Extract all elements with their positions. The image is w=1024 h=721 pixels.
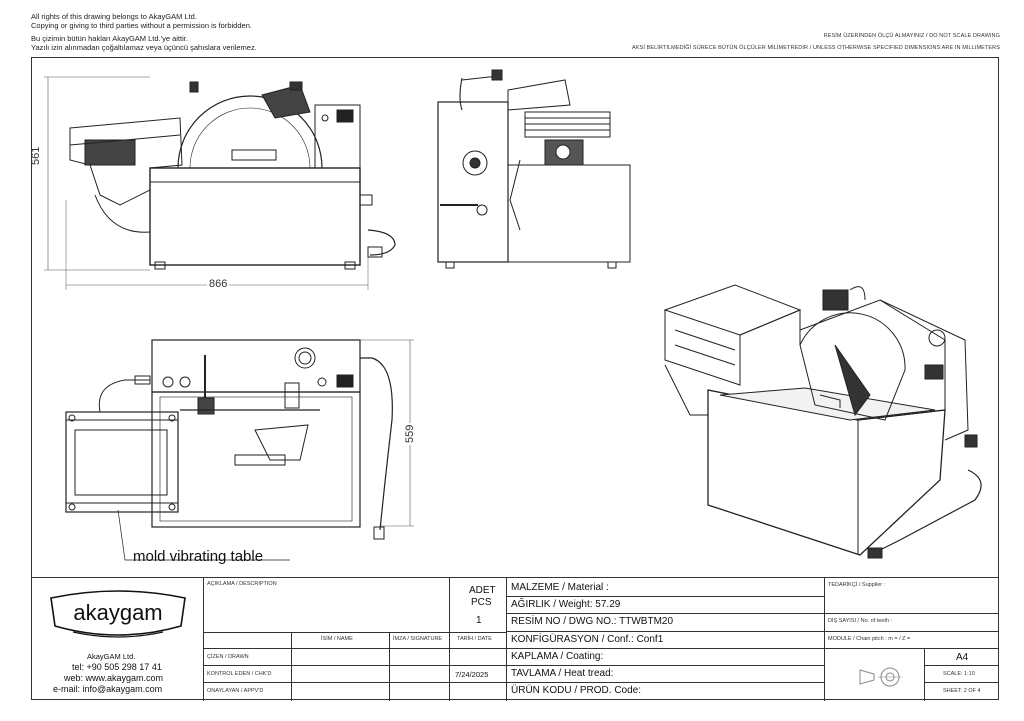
dimension-height-label: 561 bbox=[30, 146, 42, 165]
company-name: AkayGAM Ltd. bbox=[87, 652, 136, 661]
copyright-notice-tr-1: Bu çizimin bütün hakları AkayGAM Ltd.'ye… bbox=[31, 34, 188, 43]
projection-symbol-icon bbox=[859, 667, 902, 687]
teeth-field: DİŞ SAYISI / No. of teeth : bbox=[828, 618, 893, 624]
dimension-width-label: 866 bbox=[207, 278, 230, 290]
supplier-field: TEDARİKÇİ / Supplier : bbox=[828, 582, 886, 588]
copyright-notice-tr-2: Yazılı izin alınmadan çoğaltılamaz veya … bbox=[31, 43, 257, 52]
units-notice: AKSİ BELİRTİLMEDİĞİ SÜRECE BÜTÜN ÖLÇÜLER… bbox=[632, 45, 1000, 51]
copyright-notice-en-2: Copying or giving to third parties witho… bbox=[31, 21, 252, 30]
coating-field: KAPLAMA / Coating: bbox=[511, 651, 604, 662]
qty-label-pcs: PCS bbox=[471, 597, 492, 608]
heat-treatment-field: TAVLAMA / Heat tread: bbox=[511, 668, 614, 679]
company-email: e-mail: info@akaygam.com bbox=[53, 684, 163, 694]
drawn-label: ÇİZEN / DRAWN bbox=[207, 654, 249, 660]
copyright-notice-en-1: All rights of this drawing belongs to Ak… bbox=[31, 12, 197, 21]
company-tel: tel: +90 505 298 17 41 bbox=[72, 662, 162, 672]
isometric-view bbox=[663, 284, 982, 559]
signature-column-header: İMZA / SIGNATURE bbox=[393, 636, 443, 642]
akaygam-logo: akaygam bbox=[50, 590, 186, 638]
sheet-field: SHEET: 2 OF 4 bbox=[943, 688, 981, 694]
checked-label: KONTROL EDEN / CHK'D bbox=[207, 671, 272, 677]
description-label: AÇIKLAMA / DESCRIPTION bbox=[207, 581, 277, 587]
drawing-date: 7/24/2025 bbox=[455, 670, 489, 679]
svg-text:akaygam: akaygam bbox=[73, 600, 162, 625]
qty-value: 1 bbox=[476, 615, 482, 626]
drawing-number-field: RESİM NO / DWG NO.: TTWBTM20 bbox=[511, 616, 674, 627]
dimension-depth-label: 559 bbox=[404, 422, 416, 445]
scale-field: SCALE: 1:10 bbox=[943, 671, 975, 677]
scale-notice: RESİM ÜZERİNDEN ÖLÇÜ ALMAYINIZ / DO NOT … bbox=[823, 33, 1000, 39]
drawing-frame bbox=[31, 57, 999, 700]
module-field: MODULE / Chain pitch : m = / Z = bbox=[828, 636, 911, 642]
qty-label-adet: ADET bbox=[469, 585, 496, 596]
name-column-header: İSİM / NAME bbox=[321, 636, 353, 642]
product-code-field: ÜRÜN KODU / PROD. Code: bbox=[511, 685, 642, 696]
front-view bbox=[44, 76, 396, 290]
top-view bbox=[65, 339, 414, 561]
mold-vibrating-table-caption: mold vibrating table bbox=[133, 548, 264, 565]
approved-label: ONAYLAYAN / APPV'D bbox=[207, 688, 264, 694]
paper-size: A4 bbox=[956, 652, 969, 663]
date-column-header: TARİH / DATE bbox=[457, 636, 492, 642]
company-web: web: www.akaygam.com bbox=[64, 673, 164, 683]
weight-field: AĞIRLIK / Weight: 57.29 bbox=[511, 599, 621, 610]
material-field: MALZEME / Material : bbox=[511, 582, 609, 593]
side-view bbox=[437, 69, 631, 269]
configuration-field: KONFİGÜRASYON / Conf.: Conf1 bbox=[511, 634, 664, 645]
title-block: akaygam AkayGAM Ltd. tel: +90 505 298 17… bbox=[31, 577, 999, 701]
